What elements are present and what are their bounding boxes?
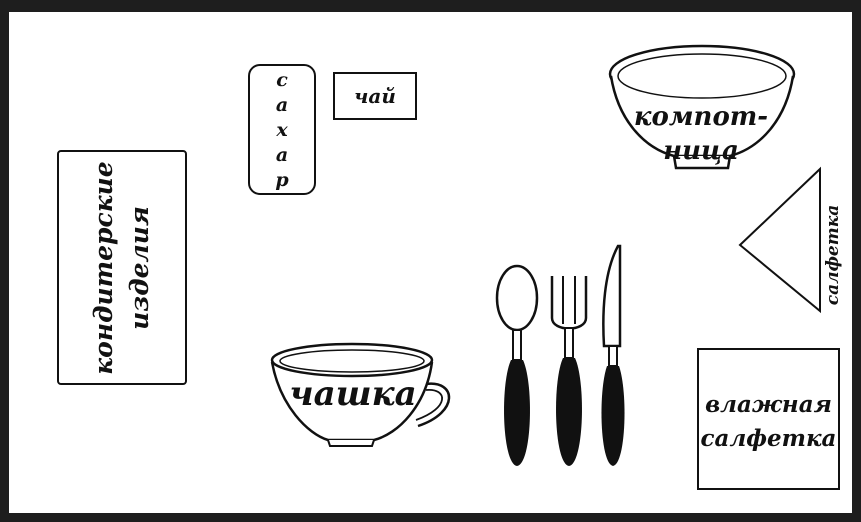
napkin-label: салфетка <box>823 185 843 325</box>
wet-napkin-line: влажная <box>699 388 838 422</box>
bowl-label: компот- ница <box>612 100 790 168</box>
wet-napkin-line: салфетка <box>699 422 838 456</box>
sweets-box: кондитерские изделия <box>57 150 187 385</box>
sugar-letter: а <box>250 93 314 118</box>
tea-box: чай <box>333 72 417 120</box>
wet-napkin-label: влажная салфетка <box>699 388 838 456</box>
sugar-label: с а х а р <box>250 68 314 193</box>
sugar-letter: а <box>250 143 314 168</box>
fork-icon <box>548 272 590 470</box>
spoon-icon <box>494 264 544 470</box>
sugar-letter: р <box>250 168 314 193</box>
wet-napkin-box: влажная салфетка <box>697 348 840 490</box>
bowl-label-line: ница <box>612 134 790 168</box>
sweets-label: кондитерские изделия <box>86 153 158 383</box>
knife-icon <box>598 242 632 470</box>
sugar-letter: с <box>250 68 314 93</box>
bowl-label-line: компот- <box>612 100 790 134</box>
napkin-icon <box>736 165 826 317</box>
tea-label: чай <box>335 84 415 108</box>
sugar-letter: х <box>250 118 314 143</box>
cup-label: чашка <box>278 374 428 414</box>
sugar-box: с а х а р <box>248 64 316 195</box>
